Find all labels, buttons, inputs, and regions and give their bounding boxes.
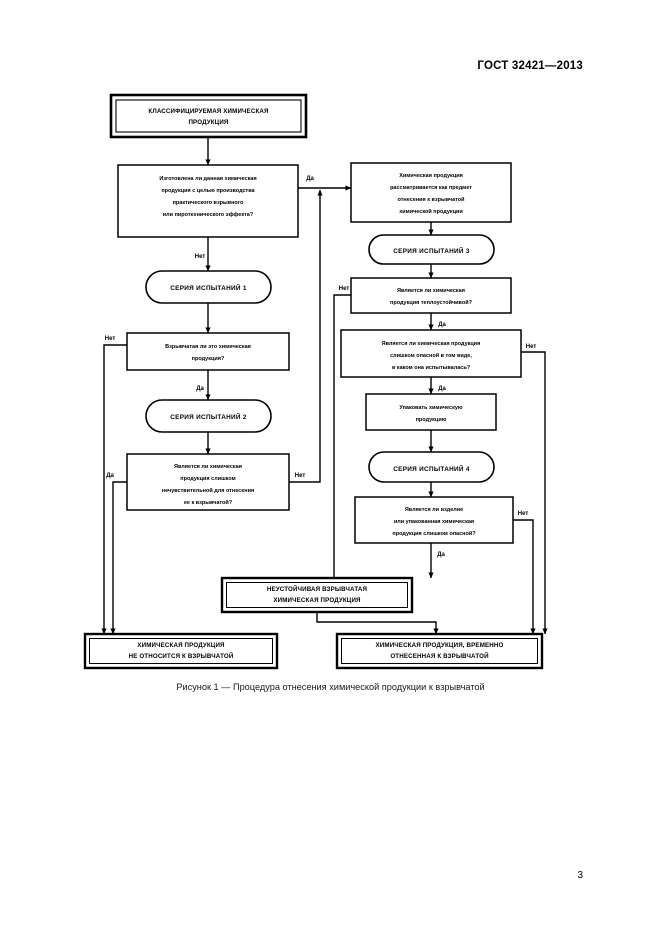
edge-label-q3-yes: Да bbox=[106, 473, 114, 479]
node-q1: Изготовлена ли данная химическая продукц… bbox=[117, 164, 299, 238]
node-series4: СЕРИЯ ИСПЫТАНИЙ 4 bbox=[368, 451, 495, 483]
node-temp-explosive-line1: ХИМИЧЕСКАЯ ПРОДУКЦИЯ, ВРЕМЕННО bbox=[376, 642, 504, 649]
node-series1-label: СЕРИЯ ИСПЫТАНИЙ 1 bbox=[170, 283, 247, 292]
node-consider-line1: Химическая продукция bbox=[399, 173, 463, 179]
node-q6: Является ли изделие или упакованная хими… bbox=[354, 496, 514, 544]
edge-label-q1-yes: Да bbox=[306, 176, 314, 182]
node-series2: СЕРИЯ ИСПЫТАНИЙ 2 bbox=[145, 399, 272, 433]
standard-header: ГОСТ 32421—2013 bbox=[477, 60, 583, 72]
node-not-explosive: ХИМИЧЕСКАЯ ПРОДУКЦИЯ НЕ ОТНОСИТСЯ К ВЗРЫ… bbox=[83, 632, 279, 670]
node-q5-line1: Является ли химическая продукция bbox=[382, 341, 481, 347]
edge-label-q5-no: Нет bbox=[526, 344, 537, 350]
node-q1-line1: Изготовлена ли данная химическая bbox=[159, 176, 256, 182]
node-start-line1: КЛАССИФИЦИРУЕМАЯ ХИМИЧЕСКАЯ bbox=[148, 108, 269, 115]
node-consider: Химическая продукция рассматривается как… bbox=[350, 162, 512, 223]
node-start-line2: ПРОДУКЦИЯ bbox=[188, 119, 228, 126]
node-consider-line4: химической продукции bbox=[399, 208, 463, 215]
node-q2-line1: Взрывчатая ли это химическая bbox=[165, 344, 251, 350]
edge-q3-notexpl bbox=[110, 481, 127, 635]
edge-q6-tempexpl bbox=[513, 519, 536, 635]
node-unstable: НЕУСТОЙЧИВАЯ ВЗРЫВЧАТАЯ ХИМИЧЕСКАЯ ПРОДУ… bbox=[220, 576, 414, 614]
node-consider-line2: рассматривается как предмет bbox=[390, 185, 472, 191]
node-series4-label: СЕРИЯ ИСПЫТАНИЙ 4 bbox=[393, 464, 470, 473]
node-q6-line3: продукция слишком опасной? bbox=[392, 530, 476, 537]
edge-q5-tempexpl bbox=[521, 351, 548, 635]
node-q3-line2: продукция слишком bbox=[180, 476, 235, 482]
edge-label-q3-no: Нет bbox=[295, 473, 306, 479]
edge-label-q4-yes: Да bbox=[438, 322, 446, 328]
edge-label-q6-no: Нет bbox=[518, 511, 529, 517]
node-q3-line3: нечувствительной для отнесения bbox=[162, 487, 254, 494]
node-q4-line2: продукция теплоустойчивой? bbox=[390, 299, 473, 306]
edge-label-q6-yes: Да bbox=[437, 552, 445, 558]
node-q3-line4: ее к взрывчатой? bbox=[184, 499, 233, 506]
node-q1-line3: практического взрывного bbox=[173, 200, 244, 206]
edge-label-q4-no: Нет bbox=[339, 286, 350, 292]
edge-label-q2-yes: Да bbox=[196, 386, 204, 392]
flow-edge-labels: Да Нет Нет Да Да Нет Нет Да Нет Да Нет Д… bbox=[105, 176, 537, 558]
node-pack-line2: продукцию bbox=[416, 417, 447, 423]
flow-connectors bbox=[101, 137, 548, 635]
node-series2-label: СЕРИЯ ИСПЫТАНИЙ 2 bbox=[170, 412, 247, 421]
node-q4: Является ли химическая продукция теплоус… bbox=[350, 277, 512, 314]
node-q5-line3: в каком она испытывалась? bbox=[392, 365, 471, 371]
node-q1-line4: или пиротехнического эффекта? bbox=[163, 211, 254, 218]
node-q3: Является ли химическая продукция слишком… bbox=[126, 453, 290, 511]
edge-q2-notexpl bbox=[101, 344, 127, 635]
node-not-explosive-line2: НЕ ОТНОСИТСЯ К ВЗРЫВЧАТОЙ bbox=[129, 652, 234, 660]
edge-unstable-tempexpl bbox=[316, 612, 439, 635]
node-pack: Упаковать химическую продукцию bbox=[365, 393, 497, 431]
node-temp-explosive-line2: ОТНЕСЕННАЯ К ВЗРЫВЧАТОЙ bbox=[390, 652, 489, 660]
node-q6-line1: Является ли изделие bbox=[405, 507, 463, 513]
node-series3: СЕРИЯ ИСПЫТАНИЙ 3 bbox=[368, 234, 495, 265]
node-temp-explosive: ХИМИЧЕСКАЯ ПРОДУКЦИЯ, ВРЕМЕННО ОТНЕСЕННА… bbox=[335, 632, 544, 670]
node-start: КЛАССИФИЦИРУЕМАЯ ХИМИЧЕСКАЯ ПРОДУКЦИЯ bbox=[109, 93, 308, 139]
edge-label-q5-yes: Да bbox=[438, 386, 446, 392]
flowchart-figure: Да Нет Нет Да Да Нет Нет Да Нет Да Нет Д… bbox=[83, 93, 548, 670]
node-q2: Взрывчатая ли это химическая продукция? bbox=[126, 332, 290, 371]
node-pack-line1: Упаковать химическую bbox=[399, 405, 463, 411]
node-q6-line2: или упакованная химическая bbox=[394, 519, 474, 525]
node-q5: Является ли химическая продукция слишком… bbox=[340, 329, 522, 378]
node-series1: СЕРИЯ ИСПЫТАНИЙ 1 bbox=[145, 270, 272, 304]
page-number: 3 bbox=[577, 870, 583, 881]
node-consider-line3: отнесения к взрывчатой bbox=[397, 196, 464, 203]
node-q1-line2: продукция с целью производства bbox=[161, 188, 255, 194]
edge-label-q2-no: Нет bbox=[105, 336, 116, 342]
node-q5-line2: слишком опасной в том виде, bbox=[390, 352, 472, 359]
node-q4-line1: Является ли химическая bbox=[397, 288, 465, 294]
node-q3-line1: Является ли химическая bbox=[174, 464, 242, 470]
node-unstable-line2: ХИМИЧЕСКАЯ ПРОДУКЦИЯ bbox=[273, 597, 361, 604]
node-q2-line2: продукция? bbox=[192, 356, 225, 362]
edge-label-q1-no: Нет bbox=[195, 254, 206, 260]
figure-caption: Рисунок 1 — Процедура отнесения химическ… bbox=[176, 682, 485, 692]
node-not-explosive-line1: ХИМИЧЕСКАЯ ПРОДУКЦИЯ bbox=[137, 642, 225, 649]
node-unstable-line1: НЕУСТОЙЧИВАЯ ВЗРЫВЧАТАЯ bbox=[267, 585, 368, 593]
edge-q3-consider bbox=[289, 189, 323, 483]
node-series3-label: СЕРИЯ ИСПЫТАНИЙ 3 bbox=[393, 246, 470, 255]
